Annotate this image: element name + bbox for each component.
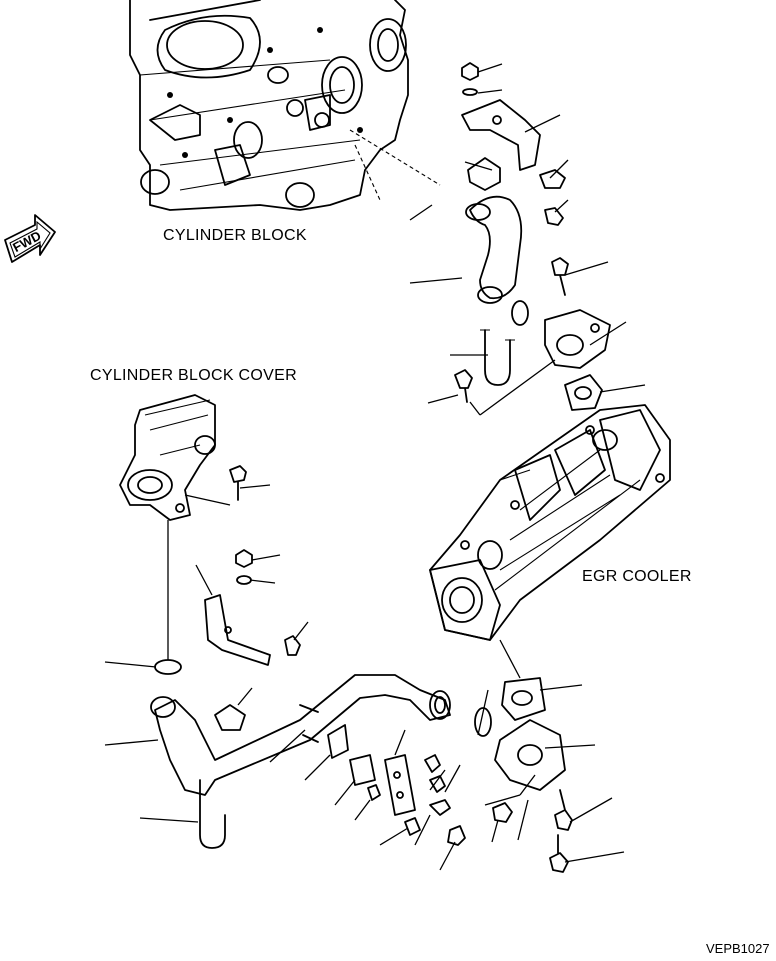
forward-arrow-icon [4,214,56,263]
figure-code: VEPB1027 [706,941,770,956]
lower-pipe-assembly [150,549,573,873]
cylinder-block-cover-label: CYLINDER BLOCK COVER [90,367,297,384]
cylinder-block [129,0,441,211]
egr-cooler-label: EGR COOLER [582,568,692,585]
egr-cooler [429,404,671,641]
cylinder-block-label: CYLINDER BLOCK [163,227,307,244]
cylinder-block-cover [119,394,247,521]
upper-pipe-assembly [454,62,611,411]
leader-lines [104,63,646,871]
